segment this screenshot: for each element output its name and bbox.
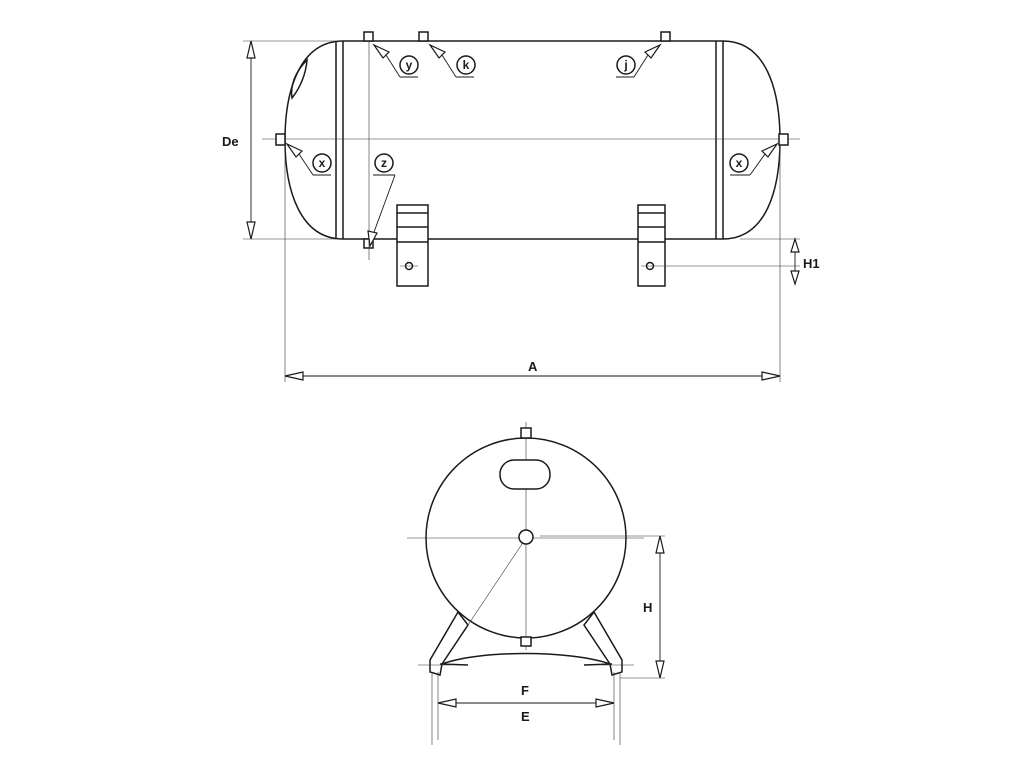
callout-x-left: x <box>285 142 332 176</box>
dimension-h1: H1 <box>740 236 820 287</box>
callout-z: z <box>367 153 396 248</box>
dimension-a: A <box>284 145 781 382</box>
dimension-f-label: F <box>521 683 529 698</box>
saddle-left <box>396 204 429 287</box>
saddle-right <box>637 204 800 287</box>
callout-y: y <box>372 43 419 78</box>
callout-k: k <box>428 43 476 78</box>
nozzle-j <box>660 31 671 42</box>
dimension-f: F <box>437 672 615 740</box>
center-outlet <box>518 529 534 545</box>
manhole-end <box>499 459 551 490</box>
manhole-side <box>290 58 308 100</box>
dimension-e: E <box>431 672 621 745</box>
dimension-de-label: De <box>222 134 239 149</box>
dimension-h: H <box>540 535 665 679</box>
callout-y-label: y <box>406 58 413 72</box>
nozzle-x-left <box>275 133 286 146</box>
tank-body <box>262 40 800 240</box>
side-view: De H1 A y <box>222 31 820 382</box>
callout-j-label: j <box>623 58 627 72</box>
callout-x-right-label: x <box>736 156 743 170</box>
callout-k-label: k <box>463 58 470 72</box>
nozzle-x-right <box>778 133 789 146</box>
dimension-de: De <box>222 40 343 240</box>
nozzle-k <box>418 31 429 42</box>
callout-j: j <box>616 43 662 78</box>
dimension-h1-label: H1 <box>803 256 820 271</box>
end-top-nozzle <box>520 427 532 439</box>
callout-x-left-label: x <box>319 156 326 170</box>
callout-x-right: x <box>729 142 779 176</box>
dimension-e-label: E <box>521 709 530 724</box>
nozzle-y <box>363 31 374 42</box>
dimension-h-label: H <box>643 600 652 615</box>
callout-z-label: z <box>381 156 387 170</box>
dimension-a-label: A <box>528 359 538 374</box>
end-view: H F E <box>407 422 665 745</box>
end-bottom-nozzle <box>520 636 532 647</box>
